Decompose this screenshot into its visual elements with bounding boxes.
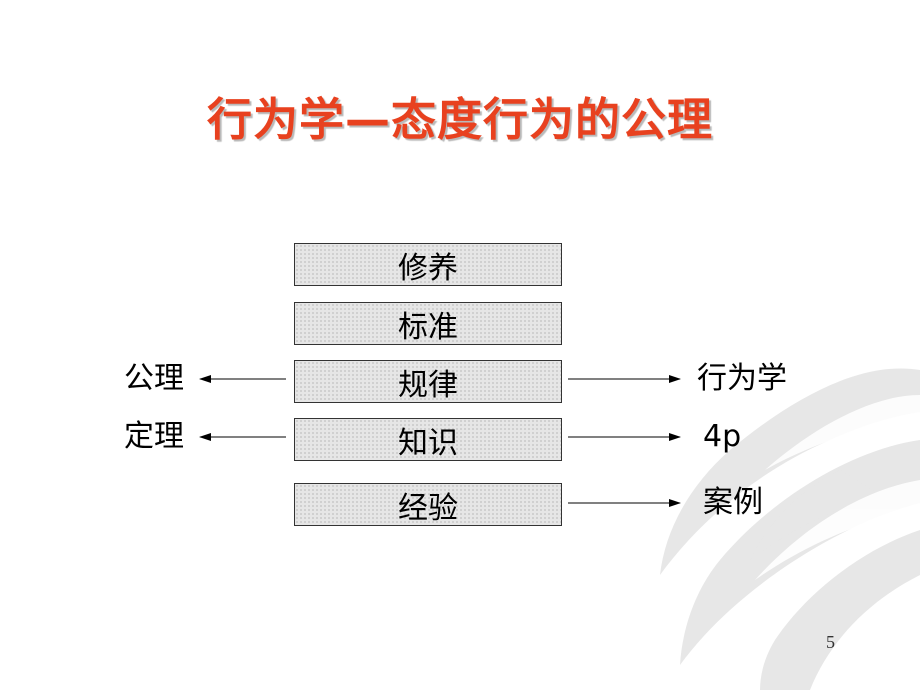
- stack-box-experience: 经验: [294, 483, 562, 526]
- label-behavioral-science: 行为学: [697, 361, 787, 396]
- label-theorem: 定理: [124, 419, 184, 454]
- label-4p: 4p: [703, 419, 742, 454]
- stack-box-label: 知识: [398, 425, 458, 461]
- page-number: 5: [826, 632, 835, 652]
- stack-box-label: 修养: [398, 250, 458, 286]
- stack-box-standard: 标准: [294, 302, 562, 345]
- label-axiom: 公理: [124, 361, 184, 396]
- label-case: 案例: [703, 485, 763, 520]
- stack-box-label: 经验: [398, 490, 458, 526]
- stack-box-knowledge: 知识: [294, 418, 562, 461]
- stack-box-law: 规律: [294, 360, 562, 403]
- stack-box-label: 规律: [398, 367, 458, 403]
- stack-box-label: 标准: [398, 309, 458, 345]
- stack-box-cultivation: 修养: [294, 243, 562, 286]
- slide-title: 行为学—态度行为的公理: [206, 93, 713, 146]
